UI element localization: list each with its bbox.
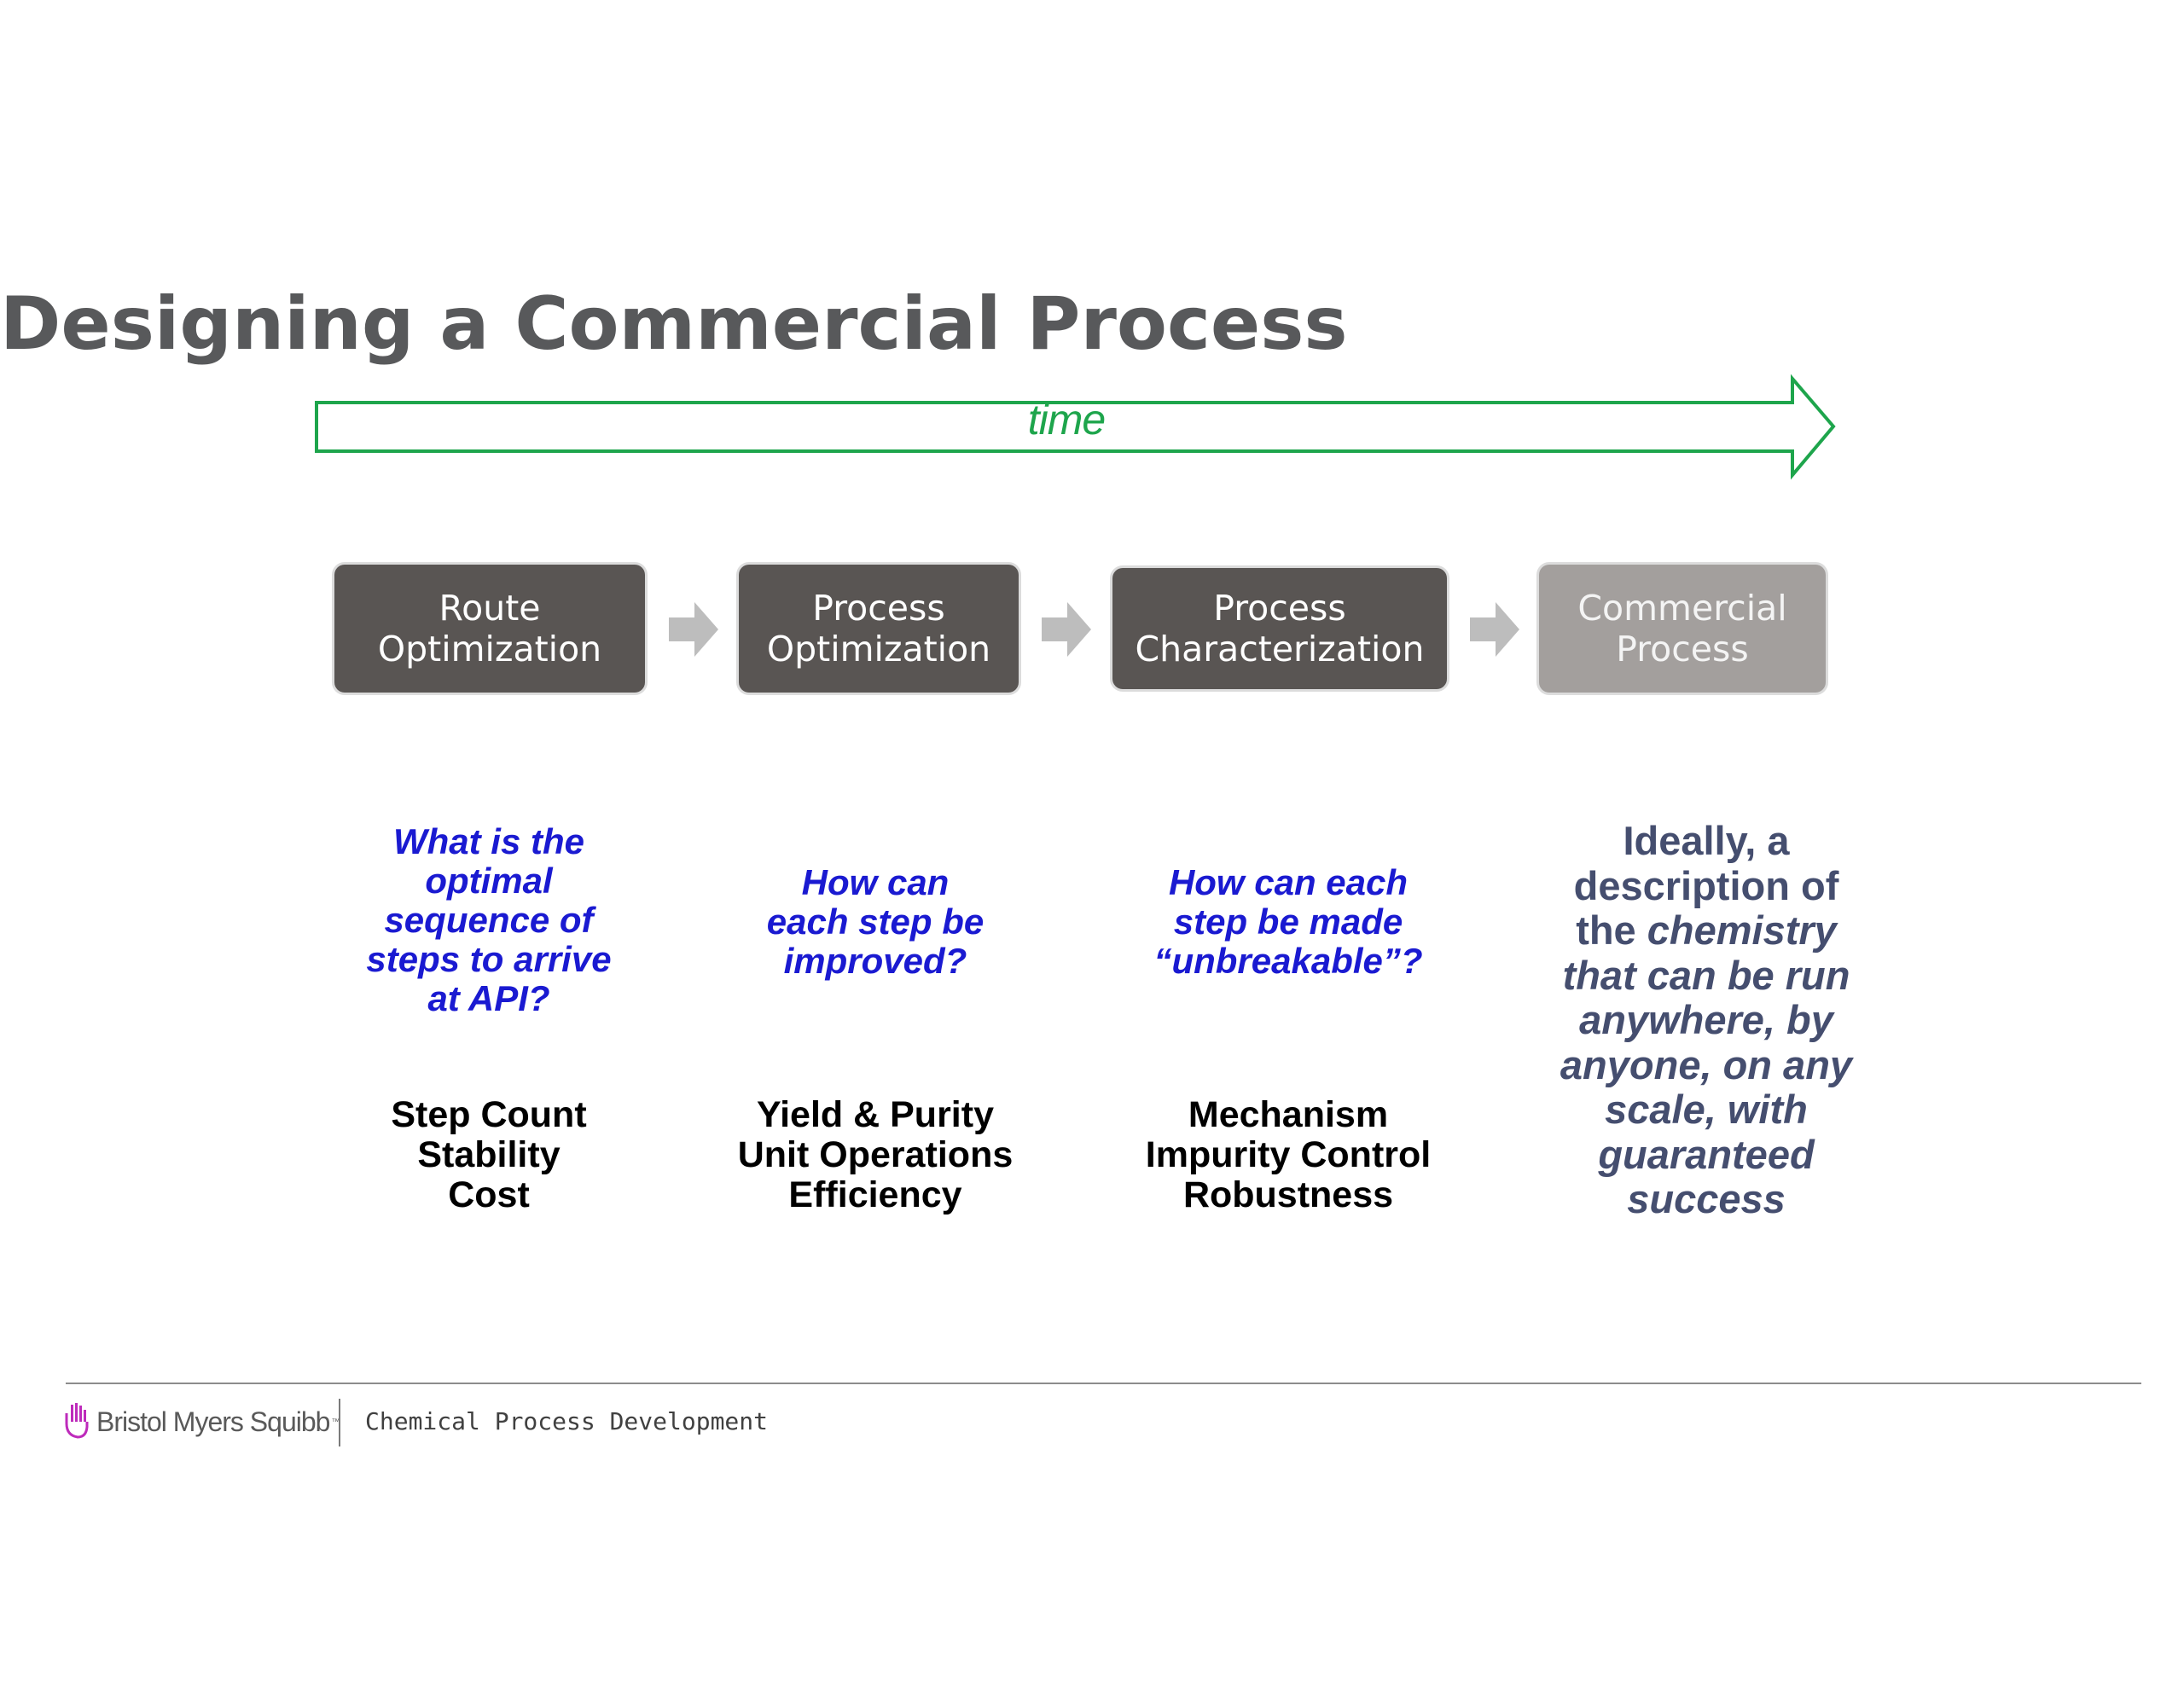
factor-item: Robustness xyxy=(1182,1174,1394,1215)
question-line: What is the xyxy=(392,821,584,861)
ideal-line: anyone, on any xyxy=(1560,1041,1853,1087)
question-line: How can xyxy=(801,862,950,902)
stage-label: Optimization xyxy=(377,629,602,670)
stage-route-optimization: Route Optimization xyxy=(334,565,645,693)
question-route: What is the optimal sequence of steps to… xyxy=(318,822,659,1018)
factor-item: Stability xyxy=(417,1134,561,1175)
page-title: Designing a Commercial Process xyxy=(0,281,1348,367)
question-line: “unbreakable”? xyxy=(1153,941,1423,981)
trademark-symbol: ™ xyxy=(331,1417,340,1427)
factor-item: Efficiency xyxy=(788,1174,962,1215)
stage-process-optimization: Process Optimization xyxy=(739,565,1019,693)
step-arrow-icon xyxy=(669,602,718,657)
factor-item: Cost xyxy=(448,1174,530,1215)
timeline-arrow xyxy=(315,374,1836,480)
ideal-line: description of xyxy=(1573,862,1839,908)
factor-item: Step Count xyxy=(391,1094,587,1135)
department-name: Chemical Process Development xyxy=(365,1407,769,1435)
question-line: each step be xyxy=(766,901,985,942)
stage-label: Process xyxy=(812,588,945,629)
ideal-line: scale, with xyxy=(1605,1087,1808,1132)
question-line: optimal xyxy=(425,861,553,901)
question-line: improved? xyxy=(783,941,967,981)
ideal-description: Ideally, a description of the chemistry … xyxy=(1527,818,1885,1222)
ideal-line: success xyxy=(1627,1176,1786,1221)
stage-label: Process xyxy=(1213,588,1346,629)
step-arrow-icon xyxy=(1042,602,1091,657)
factor-item: Impurity Control xyxy=(1145,1134,1432,1175)
footer-divider-line xyxy=(66,1383,2141,1384)
factor-item: Unit Operations xyxy=(737,1134,1014,1175)
step-arrow-icon xyxy=(1470,602,1519,657)
stage-label: Route xyxy=(439,588,541,629)
stage-label: Characterization xyxy=(1135,629,1425,670)
stage-label: Process xyxy=(1616,629,1749,670)
stage-commercial-process: Commercial Process xyxy=(1539,565,1826,693)
ideal-line: guaranteed xyxy=(1598,1131,1815,1177)
ideal-line-emphasis: chemistry xyxy=(1647,907,1837,953)
factor-item: Mechanism xyxy=(1188,1094,1389,1135)
ideal-line: that can be run xyxy=(1562,952,1850,998)
brand-name: Bristol Myers Squibb xyxy=(96,1406,330,1437)
stage-label: Commercial xyxy=(1577,588,1787,629)
question-process-characterization: How can each step be made “unbreakable”? xyxy=(1118,863,1459,981)
ideal-line: Ideally, a xyxy=(1623,818,1790,863)
footer-separator xyxy=(339,1399,340,1446)
factors-route: Step Count Stability Cost xyxy=(318,1095,659,1215)
factor-item: Yield & Purity xyxy=(757,1094,994,1135)
question-process-optimization: How can each step be improved? xyxy=(705,863,1046,981)
question-line: step be made xyxy=(1173,901,1403,942)
question-line: sequence of xyxy=(384,900,594,940)
ideal-line-mixed: the chemistry xyxy=(1527,907,1885,954)
stage-label: Optimization xyxy=(766,629,991,670)
ideal-line: the xyxy=(1576,907,1636,953)
question-line: at API? xyxy=(427,978,550,1018)
factors-process-characterization: Mechanism Impurity Control Robustness xyxy=(1118,1095,1459,1215)
factors-process-optimization: Yield & Purity Unit Operations Efficienc… xyxy=(705,1095,1046,1215)
question-line: How can each xyxy=(1168,862,1409,902)
timeline-label: time xyxy=(1027,396,1106,443)
ideal-line: anywhere, by xyxy=(1579,997,1833,1042)
question-line: steps to arrive xyxy=(366,939,612,979)
hand-logo-icon xyxy=(65,1403,89,1439)
stage-process-characterization: Process Characterization xyxy=(1112,568,1447,689)
